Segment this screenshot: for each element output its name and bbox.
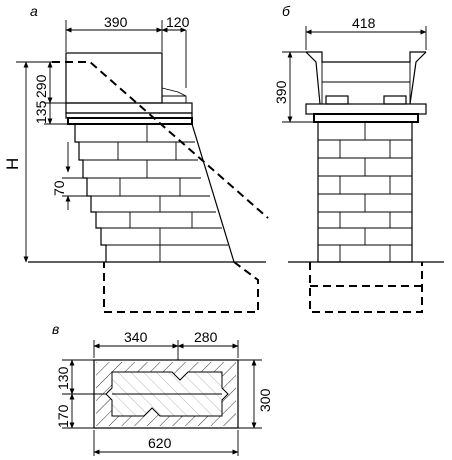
dimensions-b: 418 390 — [273, 15, 427, 123]
panel-a: а — [3, 3, 269, 313]
dim-290: 290 — [33, 74, 49, 98]
panel-b-label: б — [282, 3, 291, 19]
panel-b: б — [273, 3, 444, 313]
dim-390: 390 — [104, 14, 128, 30]
dim-120: 120 — [166, 14, 190, 30]
panel-a-label: а — [30, 3, 38, 19]
dim-130: 130 — [55, 366, 71, 390]
slab-layers — [65, 102, 193, 125]
dashed-footing-b — [309, 262, 423, 313]
block-section — [93, 359, 239, 429]
brick-pier — [317, 121, 413, 263]
dim-170: 170 — [55, 404, 71, 428]
top-block — [65, 52, 187, 104]
dim-H: H — [3, 158, 22, 170]
dimensions-v: 340 280 130 170 300 620 — [55, 329, 273, 456]
top-block-b — [305, 51, 427, 123]
dim-135: 135 — [33, 100, 49, 124]
dim-70: 70 — [51, 180, 67, 196]
dim-620: 620 — [148, 435, 172, 451]
panel-v: в 340 280 130 170 — [52, 321, 273, 456]
dashed-outline — [52, 61, 269, 313]
dim-300: 300 — [257, 388, 273, 412]
dim-390-b: 390 — [273, 80, 289, 104]
stepped-courses — [74, 123, 235, 263]
dim-340: 340 — [124, 329, 148, 345]
dimensions-a: 390 120 H 290 135 70 — [3, 14, 190, 263]
dim-280: 280 — [194, 329, 218, 345]
dim-418: 418 — [352, 15, 376, 31]
panel-v-label: в — [52, 321, 59, 337]
